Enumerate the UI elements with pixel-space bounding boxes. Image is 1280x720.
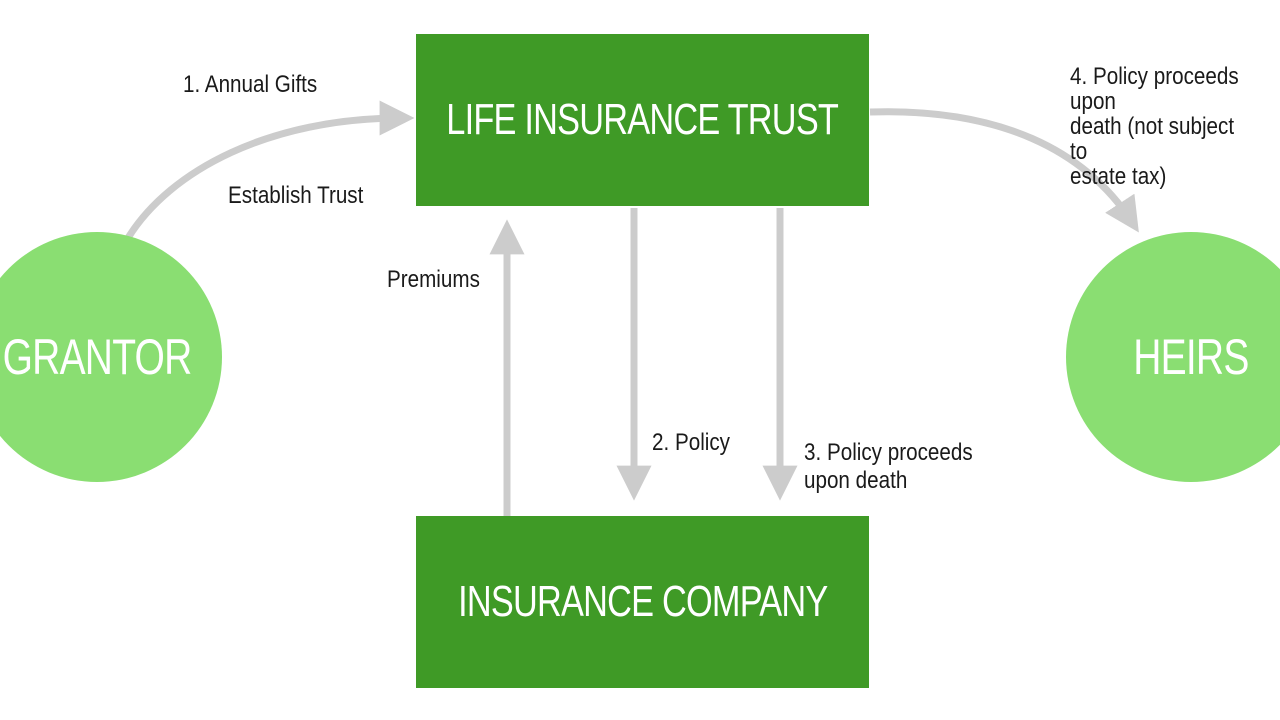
insurance-company-box: INSURANCE COMPANY <box>416 516 869 688</box>
policy-proceeds-heirs-label: 4. Policy proceeds upon death (not subje… <box>1070 63 1239 190</box>
annual-gifts-label: 1. Annual Gifts <box>183 71 318 98</box>
premiums-label: Premiums <box>387 266 480 293</box>
insurance-company-label: INSURANCE COMPANY <box>457 577 828 626</box>
grantor-to-trust-arrow <box>125 100 415 240</box>
policy-proceeds-label: 3. Policy proceeds upon death <box>804 439 973 494</box>
establish-trust-label: Establish Trust <box>228 182 364 209</box>
grantor-circle: GRANTOR <box>0 232 222 482</box>
life-insurance-trust-box: LIFE INSURANCE TRUST <box>416 34 869 206</box>
heirs-circle: HEIRS <box>1066 232 1280 482</box>
heirs-label: HEIRS <box>1133 329 1249 385</box>
grantor-label: GRANTOR <box>2 329 193 385</box>
trust-to-heirs-arrow <box>869 108 1139 233</box>
policy-label: 2. Policy <box>652 429 731 456</box>
life-insurance-trust-label: LIFE INSURANCE TRUST <box>446 95 840 144</box>
